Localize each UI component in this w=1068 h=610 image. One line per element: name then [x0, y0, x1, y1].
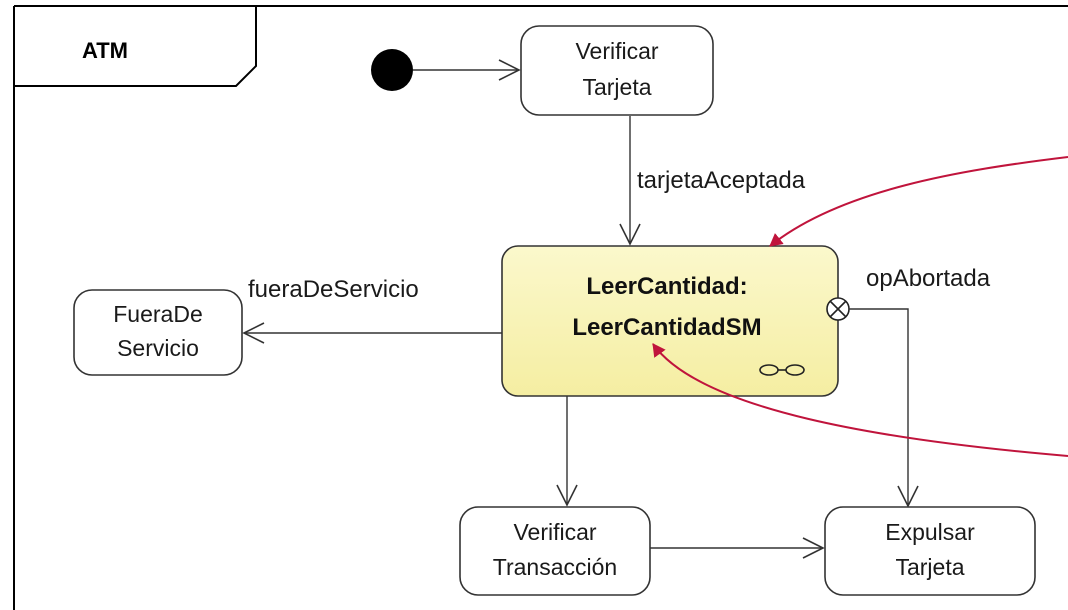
submachine-link-icon: [759, 364, 805, 376]
initial-node-icon: [371, 49, 413, 91]
state-expulsar-tarjeta-line2: Tarjeta: [895, 554, 964, 580]
transition-fuera-de-servicio-label: fueraDeServicio: [248, 276, 419, 303]
state-verificar-transaccion-line2: Transacción: [493, 554, 617, 580]
frame-name-tab: [14, 6, 257, 87]
transition-tarjeta-aceptada-label: tarjetaAceptada: [637, 167, 806, 194]
atm-frame: ATM: [13, 5, 1068, 610]
state-expulsar-tarjeta[interactable]: Expulsar Tarjeta: [824, 506, 1036, 596]
frame-title: ATM: [82, 38, 128, 63]
submachine-state-line1: LeerCantidad:: [586, 273, 747, 300]
state-fuera-de-servicio[interactable]: FueraDe Servicio: [73, 289, 243, 376]
annotation-arrow-to-submachine-top: [769, 156, 1068, 247]
exit-point-icon[interactable]: [826, 297, 850, 321]
state-fuera-de-servicio-line1: FueraDe: [113, 301, 202, 327]
state-fuera-de-servicio-line2: Servicio: [117, 335, 199, 361]
annotation-arrow-to-submachine-name: [652, 343, 1068, 457]
state-verificar-transaccion[interactable]: Verificar Transacción: [459, 506, 651, 596]
submachine-state-leer-cantidad[interactable]: LeerCantidad: LeerCantidadSM: [501, 245, 839, 397]
state-verificar-transaccion-line1: Verificar: [513, 519, 596, 545]
transition-op-abortada-line: [849, 308, 919, 508]
submachine-state-line2: LeerCantidadSM: [572, 314, 761, 341]
state-verificar-tarjeta-line1: Verificar: [575, 38, 658, 64]
transition-op-abortada-label: opAbortada: [866, 265, 991, 292]
state-expulsar-tarjeta-line1: Expulsar: [885, 519, 975, 545]
state-verificar-tarjeta[interactable]: Verificar Tarjeta: [520, 25, 714, 116]
state-verificar-tarjeta-line2: Tarjeta: [582, 74, 651, 100]
